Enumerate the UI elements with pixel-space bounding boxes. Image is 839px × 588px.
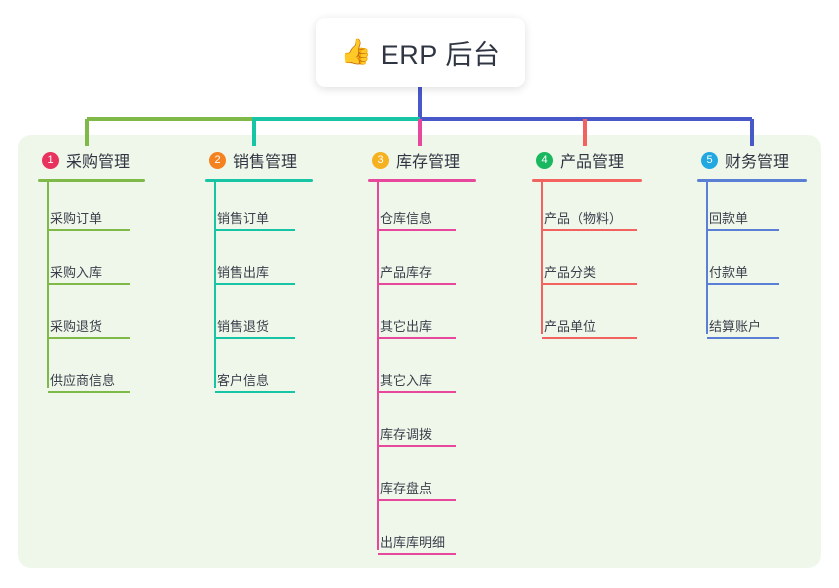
leaf-underline (378, 283, 456, 285)
leaf-label: 销售出库 (217, 265, 270, 280)
module-underline (368, 179, 476, 182)
leaf-underline (215, 229, 295, 231)
module-index-badge: 1 (42, 151, 59, 169)
leaf-label: 库存盘点 (380, 481, 433, 496)
leaf-underline (378, 499, 456, 501)
module-header-4[interactable]: 4 产品管理 (532, 148, 642, 172)
leaf-item[interactable]: 库存盘点 (368, 473, 432, 499)
module-title: 销售管理 (233, 154, 298, 171)
leaf-label: 库存调拨 (380, 427, 433, 442)
module-index-badge: 5 (701, 151, 718, 169)
leaf-underline (215, 337, 295, 339)
leaf-item[interactable]: 销售退货 (205, 311, 269, 337)
leaf-item[interactable]: 其它出库 (368, 311, 432, 337)
module-title: 财务管理 (725, 154, 790, 171)
module-index-badge: 4 (536, 151, 553, 169)
leaf-label: 产品库存 (380, 265, 433, 280)
leaf-item[interactable]: 客户信息 (205, 365, 269, 391)
leaf-item[interactable]: 回款单 (697, 203, 748, 229)
leaf-label: 付款单 (709, 265, 749, 280)
leaf-underline (707, 337, 779, 339)
module-header-3[interactable]: 3 库存管理 (368, 148, 476, 172)
leaf-label: 产品单位 (544, 319, 597, 334)
leaf-label: 产品分类 (544, 265, 597, 280)
leaf-underline (48, 283, 130, 285)
module-column-5: 5 财务管理回款单付款单结算账户 (697, 148, 807, 339)
leaf-underline (542, 337, 637, 339)
leaf-label: 供应商信息 (50, 373, 116, 388)
leaf-label: 出库库明细 (380, 535, 446, 550)
leaf-item[interactable]: 采购入库 (38, 257, 102, 283)
leaf-item[interactable]: 产品库存 (368, 257, 432, 283)
leaf-item[interactable]: 供应商信息 (38, 365, 115, 391)
leaf-label: 采购订单 (50, 211, 103, 226)
leaf-underline (215, 283, 295, 285)
leaf-item[interactable]: 产品单位 (532, 311, 596, 337)
leaf-label: 采购退货 (50, 319, 103, 334)
leaf-item[interactable]: 出库库明细 (368, 527, 445, 553)
leaf-underline (378, 445, 456, 447)
leaf-item[interactable]: 其它入库 (368, 365, 432, 391)
leaf-item[interactable]: 付款单 (697, 257, 748, 283)
leaf-underline (48, 391, 130, 393)
module-column-2: 2 销售管理销售订单销售出库销售退货客户信息 (205, 148, 313, 393)
module-underline (38, 179, 145, 182)
module-column-4: 4 产品管理产品（物料） 产品分类产品单位 (532, 148, 642, 339)
module-column-3: 3 库存管理仓库信息产品库存其它出库其它入库库存调拨库存盘点出库库明细 (368, 148, 476, 555)
leaf-underline (215, 391, 295, 393)
module-header-2[interactable]: 2 销售管理 (205, 148, 313, 172)
module-underline (532, 179, 642, 182)
leaf-underline (542, 229, 637, 231)
leaf-label: 销售订单 (217, 211, 270, 226)
leaf-item[interactable]: 结算账户 (697, 311, 761, 337)
leaf-underline (48, 337, 130, 339)
leaf-item[interactable]: 库存调拨 (368, 419, 432, 445)
leaf-item[interactable]: 产品（物料） (532, 203, 622, 229)
module-header-5[interactable]: 5 财务管理 (697, 148, 807, 172)
leaf-item[interactable]: 销售出库 (205, 257, 269, 283)
module-underline (697, 179, 807, 182)
leaf-underline (378, 553, 456, 555)
leaf-item[interactable]: 采购退货 (38, 311, 102, 337)
leaf-underline (378, 229, 456, 231)
leaf-underline (378, 337, 456, 339)
leaf-label: 结算账户 (709, 319, 762, 334)
root-node-card[interactable]: 👍 ERP 后台 (316, 18, 525, 87)
leaf-label: 其它出库 (380, 319, 433, 334)
leaf-label: 仓库信息 (380, 211, 433, 226)
leaf-label: 产品（物料） (544, 211, 623, 226)
leaf-underline (48, 229, 130, 231)
modules-panel (18, 135, 821, 568)
leaf-underline (378, 391, 456, 393)
module-underline (205, 179, 313, 182)
module-title: 产品管理 (560, 154, 625, 171)
leaf-item[interactable]: 产品分类 (532, 257, 596, 283)
module-column-1: 1 采购管理采购订单采购入库采购退货供应商信息 (38, 148, 145, 393)
leaf-label: 销售退货 (217, 319, 270, 334)
leaf-item[interactable]: 采购订单 (38, 203, 102, 229)
module-title: 采购管理 (66, 154, 131, 171)
module-index-badge: 3 (372, 151, 389, 169)
leaf-label: 回款单 (709, 211, 749, 226)
leaf-label: 其它入库 (380, 373, 433, 388)
module-title: 库存管理 (396, 154, 461, 171)
page-title: ERP 后台 (380, 40, 501, 70)
leaf-item[interactable]: 销售订单 (205, 203, 269, 229)
leaf-underline (707, 283, 779, 285)
leaf-label: 采购入库 (50, 265, 103, 280)
thumbs-up-icon: 👍 (340, 38, 372, 66)
module-index-badge: 2 (209, 151, 226, 169)
leaf-item[interactable]: 仓库信息 (368, 203, 432, 229)
leaf-underline (707, 229, 779, 231)
module-header-1[interactable]: 1 采购管理 (38, 148, 145, 172)
leaf-underline (542, 283, 637, 285)
leaf-label: 客户信息 (217, 373, 270, 388)
